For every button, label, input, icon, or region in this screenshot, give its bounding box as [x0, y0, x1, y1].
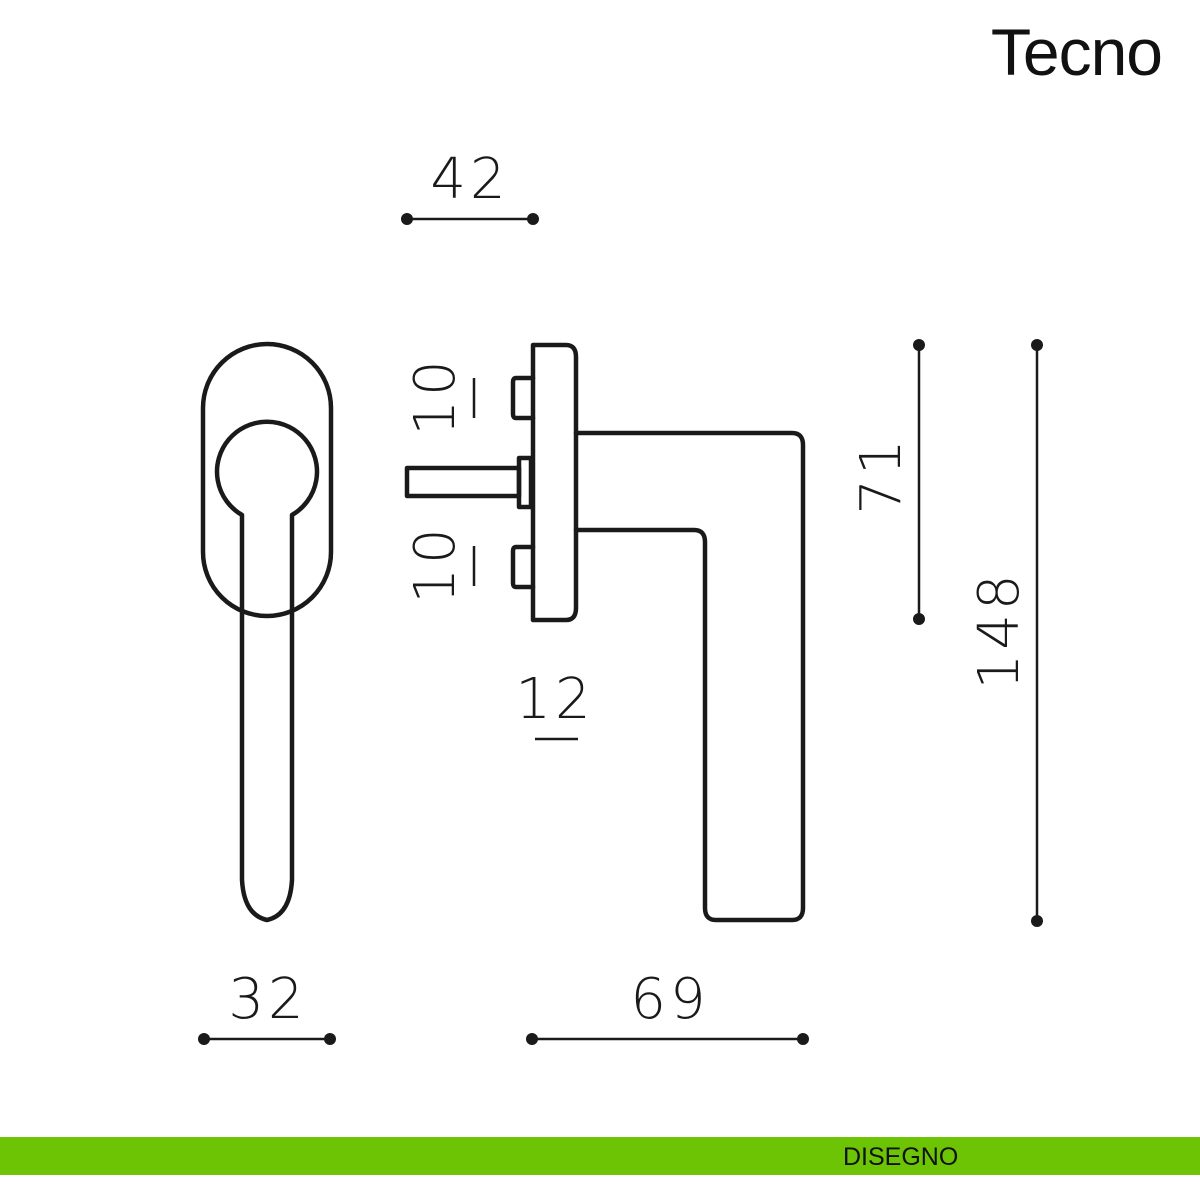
lever-front-outline — [214, 419, 320, 923]
front-view — [200, 341, 334, 923]
dim-32-label: 32 — [228, 967, 307, 1032]
dim-42: 42 — [401, 147, 539, 225]
dim-69-label: 69 — [630, 967, 709, 1032]
dim-10-upper-label: 10 — [403, 356, 468, 435]
dim-42-label: 42 — [430, 147, 509, 212]
dim-71-label: 71 — [849, 435, 914, 514]
rosette-outline — [200, 341, 334, 619]
side-view — [404, 342, 806, 923]
dim-10-upper: 10 — [403, 356, 476, 436]
dim-10-lower: 10 — [403, 524, 476, 604]
footer-label: DISEGNO — [843, 1143, 959, 1171]
dim-32: 32 — [198, 967, 336, 1045]
dim-69: 69 — [526, 967, 809, 1045]
spindle — [404, 465, 522, 499]
dim-10-lower-label: 10 — [403, 524, 468, 603]
product-title: Tecno — [990, 15, 1163, 89]
dim-71: 71 — [849, 339, 925, 625]
footer-bar: DISEGNO — [0, 1137, 1200, 1175]
dim-12-label: 12 — [515, 667, 594, 732]
boss-upper — [510, 375, 536, 421]
rosette-plate — [530, 342, 579, 623]
dim-148: 148 — [967, 339, 1043, 927]
dim-12: 12 — [515, 667, 594, 741]
dim-148-label: 148 — [967, 571, 1032, 690]
boss-lower — [510, 544, 536, 590]
lever-side-outline — [573, 430, 806, 923]
